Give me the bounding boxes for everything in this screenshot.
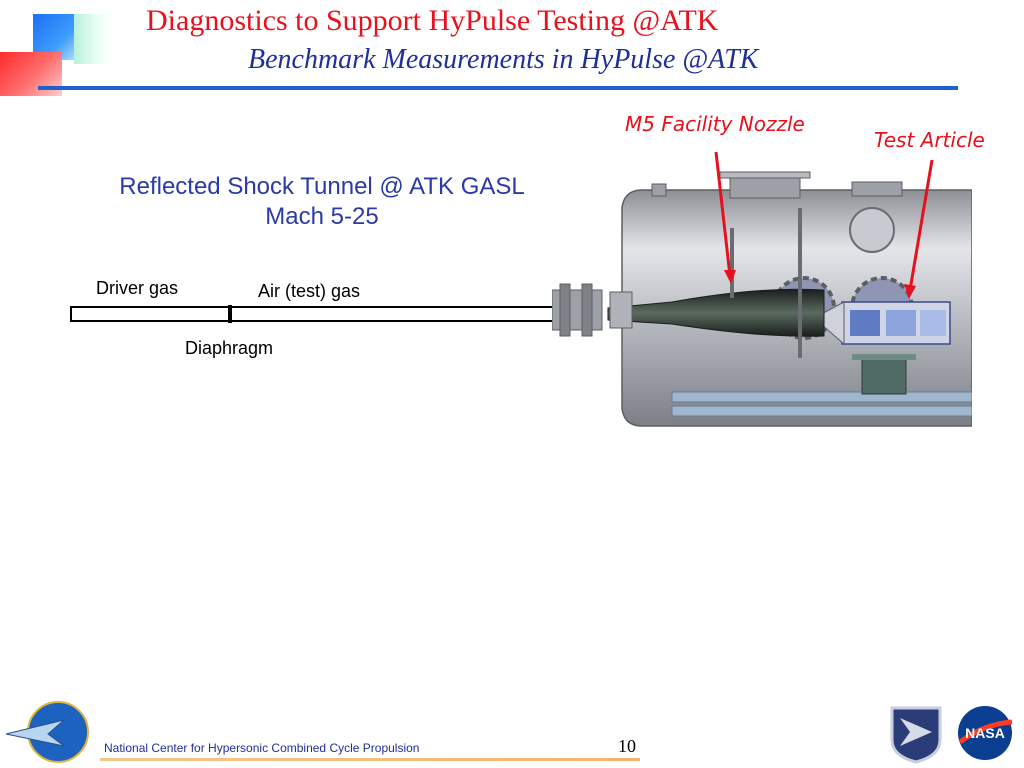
- driver-gas-label: Driver gas: [96, 278, 179, 298]
- title-divider: [38, 86, 958, 90]
- facility-cutaway-illustration: [552, 171, 972, 427]
- diaphragm-marker: [228, 305, 232, 323]
- decorative-green-square: [74, 14, 112, 64]
- footer-organization: National Center for Hypersonic Combined …: [104, 741, 420, 755]
- air-gas-label: Air (test) gas: [258, 281, 361, 301]
- center-globe-logo: [5, 701, 89, 763]
- tunnel-heading: Reflected Shock Tunnel @ ATK GASL Mach 5…: [72, 172, 572, 232]
- air-force-research-shield-logo: [890, 706, 942, 764]
- page-number: 10: [618, 736, 636, 756]
- air-tube-section: [229, 306, 559, 322]
- callout-nozzle-label: M5 Facility Nozzle: [625, 112, 805, 136]
- decorative-white-notch: [62, 62, 74, 66]
- tunnel-heading-line2: Mach 5-25: [265, 203, 379, 230]
- driver-tube-section: [70, 306, 230, 322]
- footer-divider: [100, 758, 640, 761]
- slide-subtitle: Benchmark Measurements in HyPulse @ATK: [248, 44, 759, 75]
- callout-test-article-label: Test Article: [874, 128, 985, 152]
- svg-text:NASA: NASA: [965, 725, 1005, 741]
- nasa-meatball-logo: NASA: [958, 706, 1013, 760]
- diaphragm-label: Diaphragm: [185, 338, 274, 358]
- slide-title: Diagnostics to Support HyPulse Testing @…: [146, 4, 719, 37]
- tunnel-heading-line1: Reflected Shock Tunnel @ ATK GASL: [119, 173, 525, 200]
